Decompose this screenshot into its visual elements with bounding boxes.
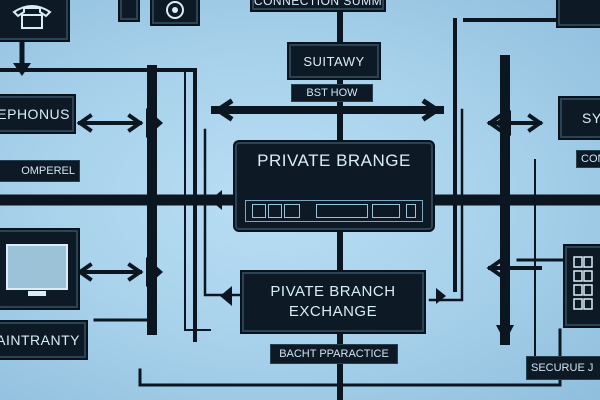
- connection-summary-label: CONNECTION SUMM: [253, 0, 383, 8]
- warranty-box: AINTRANTY: [0, 320, 88, 360]
- private-branch-exchange-main: PRIVATE BRANGE: [233, 140, 435, 232]
- system-box: SY: [558, 96, 600, 140]
- gateway-tag: BST HOW: [291, 84, 373, 102]
- panel-slot-4: [316, 204, 368, 218]
- panel-slot-1: [252, 204, 266, 218]
- arrowhead-right-trunk-down: [496, 325, 514, 342]
- left-top-frame: [0, 68, 197, 342]
- arrow-right-bottom: [486, 258, 542, 278]
- arrowhead-right-trunk-top: [495, 110, 511, 136]
- pbx-secondary-tag-label: BACHT PPARACTICE: [279, 348, 389, 360]
- peripheral-tag: OMPEREL: [0, 160, 80, 182]
- panel-slot-5: [372, 204, 400, 218]
- pbx-main-title: PRIVATE BRANGE: [257, 151, 411, 170]
- system-label: SY: [582, 110, 600, 126]
- warranty-label: AINTRANTY: [0, 332, 80, 348]
- arrowhead-down-left: [13, 63, 31, 76]
- arrowhead-pbx-left: [210, 190, 222, 210]
- panel-slot-2: [268, 204, 282, 218]
- telephones-label: ELEPHONUS: [0, 106, 70, 122]
- arrow-crossbar-left: [213, 98, 234, 122]
- monitor-icon: [6, 244, 68, 296]
- control-tag: CON: [576, 150, 600, 168]
- panel-slot-6: [406, 204, 416, 218]
- rotary-dial-icon: [166, 1, 184, 19]
- arrowhead-secondary-left: [220, 286, 232, 306]
- telephones-box: ELEPHONUS: [0, 94, 76, 134]
- gateway-label: SUITAWY: [303, 53, 365, 69]
- private-branch-exchange-secondary: PIVATE BRANCH EXCHANGE: [240, 270, 426, 334]
- arrowhead-left-trunk-bottom: [146, 257, 163, 287]
- rotary-phone-box: [150, 0, 200, 26]
- thin-wire-a: [174, 69, 211, 331]
- arrowhead-left-trunk-top: [146, 108, 163, 138]
- peripheral-tag-label: OMPEREL: [21, 165, 75, 177]
- gateway-tag-label: BST HOW: [306, 87, 358, 99]
- pbx-control-panel: [245, 200, 423, 222]
- security-tag-label: SECURUE J: [531, 362, 594, 374]
- keypad-box: [563, 244, 600, 328]
- gateway-box: SUITAWY: [287, 42, 381, 80]
- monitor-box: [0, 228, 80, 310]
- security-tag: SECURUE J: [526, 356, 600, 380]
- right-top-frame: [453, 18, 562, 292]
- telephone-icon: [12, 5, 52, 29]
- arrowhead-secondary-right: [436, 288, 446, 304]
- server-icon-box: [556, 0, 600, 28]
- pbx-secondary-label: PIVATE BRANCH EXCHANGE: [270, 283, 396, 320]
- panel-slot-3: [284, 204, 300, 218]
- arrow-left-top: [76, 113, 144, 133]
- fax-icon: [118, 0, 140, 22]
- keypad-icon: [573, 256, 593, 310]
- connection-summary-header: CONNECTION SUMM: [250, 0, 386, 12]
- arrow-left-bottom: [76, 262, 144, 282]
- arrow-crossbar-right: [421, 98, 442, 122]
- pbx-secondary-tag: BACHT PPARACTICE: [270, 344, 398, 364]
- control-tag-label: CON: [581, 153, 600, 165]
- telephone-box: [0, 0, 70, 42]
